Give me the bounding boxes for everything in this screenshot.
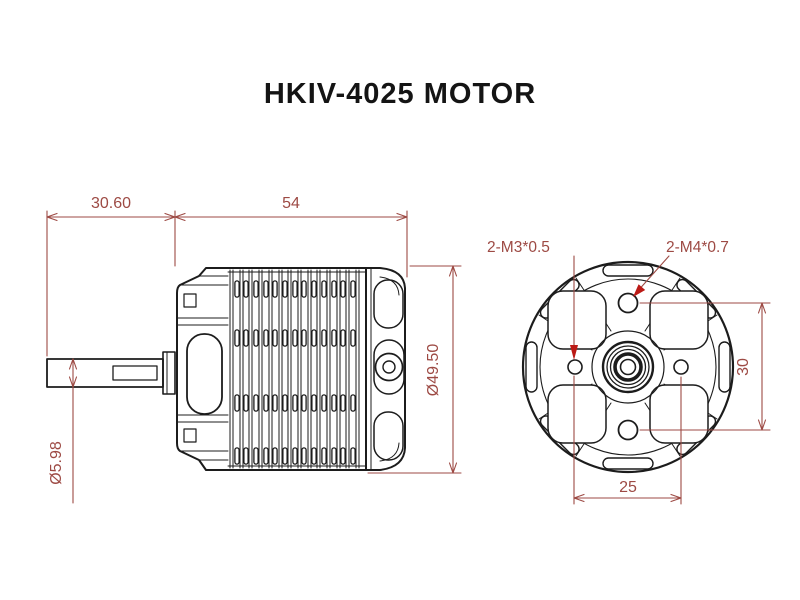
dim-hole-spacing-horizontal: 25 <box>619 479 637 496</box>
fins-border <box>227 267 367 471</box>
front-view <box>521 260 735 474</box>
front-endbell-slot <box>186 333 223 415</box>
m4-hole-bottom <box>617 419 639 441</box>
front-endbell-notch-top <box>183 293 197 308</box>
rear-endbell-slot-top <box>373 279 404 329</box>
case-rim-circle <box>539 278 717 456</box>
rear-shaft-boss <box>374 352 404 382</box>
rear-endbell-corner-arcs <box>379 276 400 462</box>
dim-arrows-body-dia <box>448 265 458 474</box>
m4-arrowhead <box>633 284 646 297</box>
center-hub <box>591 330 665 404</box>
front-endbell-lines <box>176 275 229 461</box>
rear-endbell-slot-bottom <box>373 411 404 461</box>
ext-lines-side <box>46 210 462 474</box>
dim-shaft-diameter: Ø5.98 <box>48 441 65 485</box>
leader-arrowheads <box>570 284 646 360</box>
m3-hole-left <box>567 359 583 375</box>
dim-arrows-30 <box>757 302 767 431</box>
dimensions <box>46 210 771 505</box>
dim-body-diameter: Ø49.50 <box>425 344 442 397</box>
m3-arrowhead <box>570 345 578 360</box>
dim-arrows-length <box>46 212 408 222</box>
dim-arrows-shaft-dia <box>68 358 78 388</box>
rear-endbell-outline <box>365 267 406 471</box>
drawing-title: HKIV-4025 MOTOR <box>263 78 537 110</box>
front-endbell-outline <box>176 267 229 471</box>
face-cutouts <box>547 290 709 444</box>
m4-hole-top <box>617 292 639 314</box>
fin-ribs <box>229 269 360 469</box>
shaft-keyway-flat <box>112 365 158 381</box>
dimension-labels: 30.60 54 Ø49.50 Ø5.98 2-M3*0.5 2-M4*0.7 … <box>48 195 752 496</box>
dim-shaft-length: 30.60 <box>91 195 131 212</box>
thread-label-m4: 2-M4*0.7 <box>666 239 729 256</box>
dim-hole-spacing-vertical: 30 <box>735 358 752 376</box>
dim-arrows-25 <box>573 493 682 503</box>
rear-endbell-slot-middle <box>373 339 405 395</box>
fin-vents-core <box>235 281 355 464</box>
ext-lines-30 <box>639 302 771 431</box>
dim-body-length: 54 <box>282 195 300 212</box>
front-endbell-notch-bottom <box>183 428 197 443</box>
fin-vents-outline <box>234 280 356 465</box>
m3-hole-right <box>673 359 689 375</box>
side-view <box>46 267 406 471</box>
rear-shaft-hole <box>382 360 396 374</box>
fins-border-inner <box>227 271 367 467</box>
case-outer-circle <box>521 260 735 474</box>
motor-shaft <box>46 358 164 388</box>
shaft-collar <box>162 351 176 395</box>
thread-label-m3: 2-M3*0.5 <box>487 239 550 256</box>
